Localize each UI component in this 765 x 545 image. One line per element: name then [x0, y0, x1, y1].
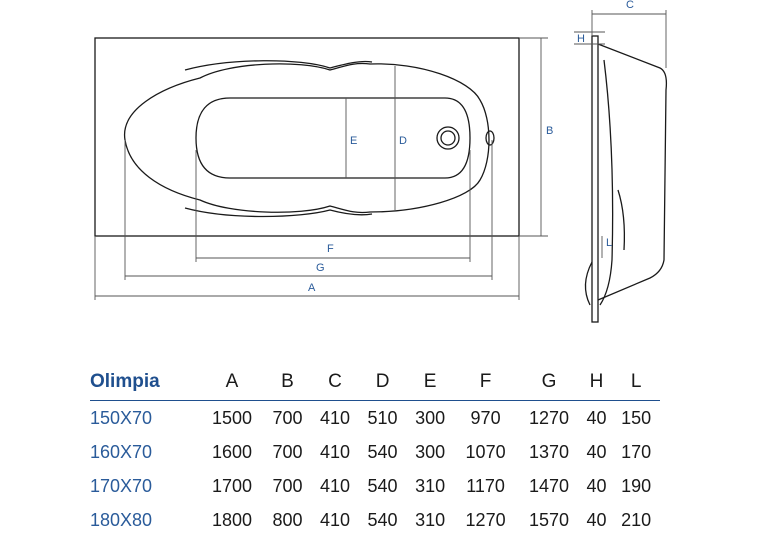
- top-view: [94, 37, 520, 237]
- side-view: [584, 35, 668, 323]
- bathtub-technical-drawing: E D B F G A C H L: [94, 0, 668, 323]
- table-cell: 210: [621, 509, 652, 530]
- table-cell: 310: [415, 475, 446, 496]
- column-header-b: B: [263, 364, 312, 401]
- label-f: F: [327, 243, 334, 255]
- table-cell: 1270: [528, 407, 569, 428]
- table-cell-model: 180X80: [90, 509, 153, 530]
- column-header-l: L: [612, 364, 660, 401]
- table-cell: 970: [470, 407, 501, 428]
- table-cell: 800: [272, 509, 303, 530]
- side-rim: [591, 35, 599, 323]
- tub-inner-basin: [124, 62, 490, 214]
- table-cell: 170: [621, 441, 652, 462]
- table-cell: 1070: [465, 441, 506, 462]
- table-cell: 1600: [211, 441, 253, 462]
- label-h: H: [577, 33, 585, 45]
- table-row: 180X80 1800 800 410 540 310 1270 1570 40…: [90, 503, 660, 537]
- label-g: G: [316, 262, 325, 274]
- table-cell-model: 150X70: [90, 407, 153, 428]
- tub-floor: [195, 97, 471, 179]
- table-cell: 540: [367, 441, 398, 462]
- column-header-d: D: [358, 364, 407, 401]
- column-header-e: E: [406, 364, 454, 401]
- tub-inner-edge: [184, 60, 373, 218]
- label-l: L: [606, 237, 612, 249]
- table-row: 150X70 1500 700 410 510 300 970 1270 40 …: [90, 401, 660, 436]
- table-cell: 40: [586, 441, 607, 462]
- table-cell: 1370: [528, 441, 569, 462]
- dimensions-table: Olimpia A B C D E F G H L 150X70 1500 70…: [90, 364, 660, 537]
- column-header-c: C: [311, 364, 359, 401]
- table-cell: 1170: [466, 475, 505, 496]
- table-cell: 410: [319, 441, 351, 462]
- column-header-a: A: [200, 364, 264, 401]
- table-cell: 300: [415, 441, 446, 462]
- top-view-dimensions: [94, 37, 548, 300]
- label-d: D: [399, 135, 407, 147]
- side-detail: [617, 189, 626, 251]
- table-cell: 700: [272, 441, 303, 462]
- label-e: E: [350, 135, 357, 147]
- table-cell: 1700: [211, 475, 253, 496]
- table-cell-model: 170X70: [90, 475, 153, 496]
- table-cell: 540: [367, 475, 398, 496]
- label-a: A: [308, 282, 316, 294]
- table-cell: 1800: [211, 509, 253, 530]
- overflow-hole: [485, 130, 495, 146]
- label-b: B: [546, 125, 553, 137]
- table-row: 170X70 1700 700 410 540 310 1170 1470 40…: [90, 469, 660, 503]
- table-cell: 40: [586, 475, 607, 496]
- column-header-g: G: [517, 364, 581, 401]
- table-row: 160X70 1600 700 410 540 300 1070 1370 40…: [90, 435, 660, 469]
- table-cell: 310: [415, 509, 446, 530]
- table-cell: 410: [319, 475, 351, 496]
- table-cell: 540: [367, 509, 398, 530]
- table-cell: 300: [415, 407, 446, 428]
- side-profile-inner: [599, 59, 614, 306]
- drain-outer: [436, 126, 460, 150]
- column-header-model: Olimpia: [90, 364, 201, 401]
- side-profile: [597, 43, 668, 301]
- table-cell: 700: [272, 407, 303, 428]
- side-leg: [584, 261, 593, 306]
- table-cell: 1570: [528, 509, 569, 530]
- table-cell: 510: [367, 407, 398, 428]
- table-cell-model: 160X70: [90, 441, 153, 462]
- table-cell: 1270: [465, 509, 506, 530]
- column-header-f: F: [453, 364, 518, 401]
- table-cell: 410: [319, 509, 351, 530]
- drain-inner: [440, 130, 456, 146]
- table-cell: 40: [586, 509, 607, 530]
- table-cell: 410: [319, 407, 351, 428]
- table-cell: 1500: [211, 407, 253, 428]
- table-cell: 1470: [528, 475, 569, 496]
- table-cell: 40: [586, 407, 607, 428]
- label-c: C: [626, 0, 634, 11]
- table-header-row: Olimpia A B C D E F G H L: [90, 364, 660, 401]
- column-header-h: H: [580, 364, 613, 401]
- table-cell: 700: [272, 475, 303, 496]
- table-cell: 150: [621, 407, 652, 428]
- table-cell: 190: [621, 475, 652, 496]
- side-view-dimensions: [574, 10, 667, 258]
- tub-outer-rim: [94, 37, 520, 237]
